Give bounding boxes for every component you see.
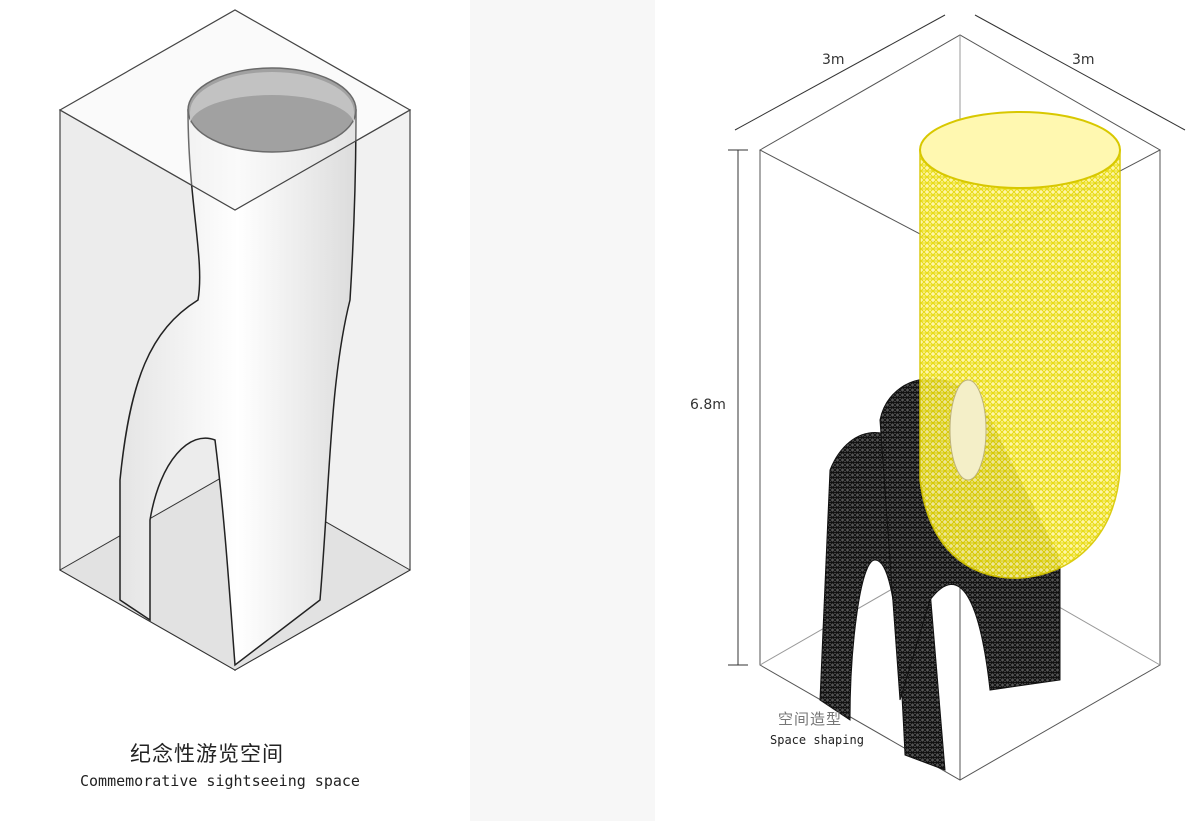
left-caption-en: Commemorative sightseeing space: [80, 772, 360, 790]
right-model: [728, 14, 1186, 781]
left-caption-zh: 纪念性游览空间: [130, 742, 284, 766]
width-dimension-label: 3m: [822, 52, 845, 68]
human-figure: [949, 379, 987, 481]
left-model: [58, 9, 412, 672]
right-caption-en: Space shaping: [770, 733, 864, 747]
right-caption-zh: 空间造型: [778, 710, 843, 728]
depth-dimension-label: 3m: [1072, 52, 1095, 68]
center-divider-strip: [470, 0, 655, 821]
height-dimension-label: 6.8m: [690, 397, 726, 413]
